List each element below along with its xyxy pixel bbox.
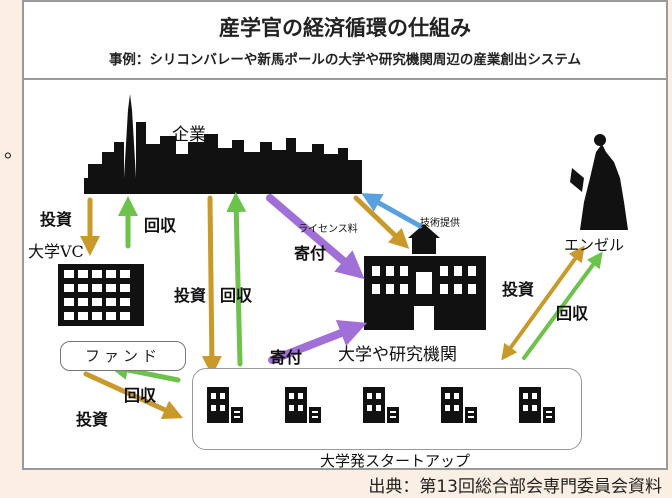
startup-icons — [207, 387, 555, 423]
diagram-subtitle: 事例：シリコンバレーや新馬ポールの大学や研究機関周辺の産業創出システム — [108, 52, 582, 68]
diagram-header: 産学官の経済循環の仕組み 事例：シリコンバレーや新馬ポールの大学や研究機関周辺の… — [24, 2, 666, 80]
university-building-icon — [364, 224, 486, 330]
label-invest-startup: 投資 — [174, 286, 207, 305]
source-caption: 出典：第13回総合部会専門委員会資料 — [368, 477, 662, 497]
margin-period: 。 — [4, 138, 24, 162]
label-collect-fund: 回収 — [124, 386, 157, 405]
label-invest-angel: 投資 — [502, 280, 535, 299]
vc-building-icon — [58, 264, 144, 326]
startup-building-icon — [363, 387, 399, 423]
fund-box: ファンド — [60, 341, 186, 371]
label-collect-vc: 回収 — [144, 216, 177, 235]
arrow-invest-startup — [201, 195, 222, 376]
startup-box — [192, 368, 582, 450]
label-collect-angel: 回収 — [556, 304, 589, 323]
startup-building-icon — [207, 387, 243, 423]
university-label: 大学や研究機関 — [338, 345, 457, 365]
arrow-collect-startup — [226, 192, 247, 367]
label-donation-startup: 寄付 — [270, 348, 303, 367]
startup-building-icon — [285, 387, 321, 423]
arrow-donation-company — [266, 194, 365, 280]
label-collect-startup: 回収 — [220, 286, 253, 305]
company-label: 企業 — [172, 125, 206, 145]
startup-building-icon — [441, 387, 477, 423]
diagram-canvas — [58, 94, 628, 419]
angel-label: エンゼル — [564, 236, 625, 254]
flow-arrows — [80, 192, 603, 419]
diagram-title: 産学官の経済循環の仕組み — [219, 16, 471, 40]
label-invest-fund: 投資 — [76, 410, 109, 429]
arrow-donation-startup — [268, 320, 368, 364]
startups-label: 大学発スタートアップ — [320, 452, 471, 470]
arrow-collect-angel — [522, 251, 603, 360]
label-donation-company: 寄付 — [294, 244, 327, 263]
label-tech-provision: 技術提供 — [420, 218, 460, 229]
university-vc-label: 大学VC — [28, 242, 84, 261]
arrow-invest-angel — [501, 245, 585, 361]
startup-building-icon — [519, 387, 555, 423]
diagram-frame: 産学官の経済循環の仕組み 事例：シリコンバレーや新馬ポールの大学や研究機関周辺の… — [22, 0, 668, 470]
skyline-icon — [84, 94, 362, 194]
arrow-invest-fund — [83, 371, 184, 419]
label-license-fee: ライセンス料 — [298, 224, 358, 235]
angel-icon — [570, 134, 628, 230]
arrow-tech-provision — [361, 193, 423, 229]
label-invest-vc: 投資 — [40, 210, 73, 229]
